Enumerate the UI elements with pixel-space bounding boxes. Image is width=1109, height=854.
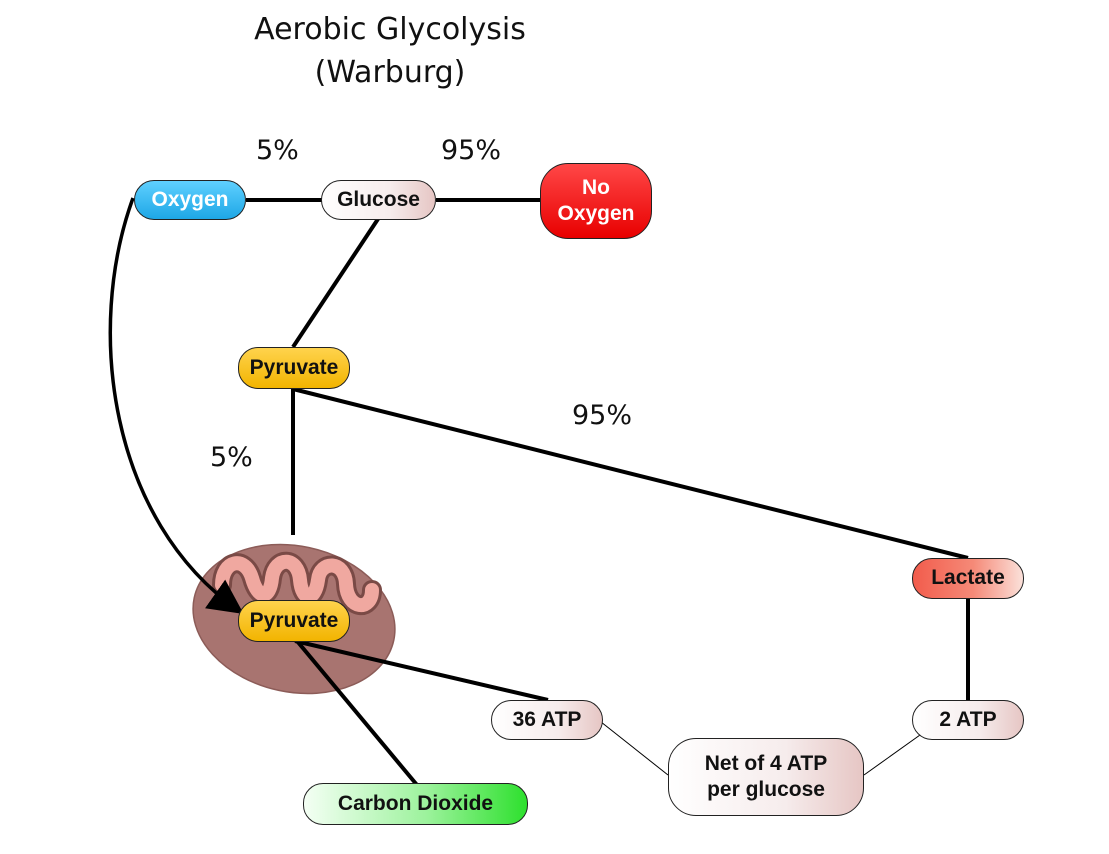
percent-oxygen-glucose: 5%	[256, 135, 299, 166]
mito-pyruvate-node: Pyruvate	[238, 600, 350, 642]
no-oxygen-label-line1: No	[582, 175, 610, 199]
net-atp-label-line2: per glucose	[707, 778, 825, 801]
atp2-net-line	[863, 734, 921, 776]
diagram-title-line1: Aerobic Glycolysis	[254, 12, 526, 47]
pyruvate-lactate-line	[292, 387, 969, 560]
glucose-label: Glucose	[337, 187, 420, 211]
carbon-dioxide-label: Carbon Dioxide	[337, 791, 494, 815]
pyruvate-label: Pyruvate	[249, 355, 339, 379]
glucose-pyruvate-line	[291, 217, 380, 349]
percent-glucose-nooxygen: 95%	[441, 135, 502, 166]
carbon-dioxide-node: Carbon Dioxide	[303, 783, 528, 825]
percent-pyruvate-lactate: 95%	[572, 400, 633, 431]
atp36-node: 36 ATP	[491, 700, 603, 740]
lactate-node: Lactate	[912, 558, 1024, 599]
atp2-node: 2 ATP	[912, 700, 1024, 740]
mito-pyruvate-atp36-line	[294, 639, 549, 702]
net-atp-node: Net of 4 ATP per glucose	[668, 738, 864, 816]
glucose-node: Glucose	[321, 180, 436, 220]
lactate-label: Lactate	[931, 566, 1005, 590]
pyruvate-node: Pyruvate	[238, 347, 350, 389]
atp36-label: 36 ATP	[512, 707, 582, 731]
no-oxygen-label-line2: Oxygen	[557, 202, 635, 225]
atp2-label: 2 ATP	[939, 707, 997, 731]
net-atp-label-line1: Net of 4 ATP	[704, 751, 828, 775]
percent-pyruvate-mito: 5%	[210, 442, 253, 473]
oxygen-label: Oxygen	[151, 187, 229, 211]
atp36-net-line	[595, 717, 669, 776]
mito-pyruvate-co2-line	[295, 639, 419, 787]
no-oxygen-node: No Oxygen	[540, 163, 652, 239]
mito-pyruvate-label: Pyruvate	[249, 608, 339, 632]
oxygen-to-mito-arrow	[108, 197, 244, 615]
oxygen-node: Oxygen	[134, 180, 246, 220]
diagram-title-line2: (Warburg)	[314, 55, 466, 90]
